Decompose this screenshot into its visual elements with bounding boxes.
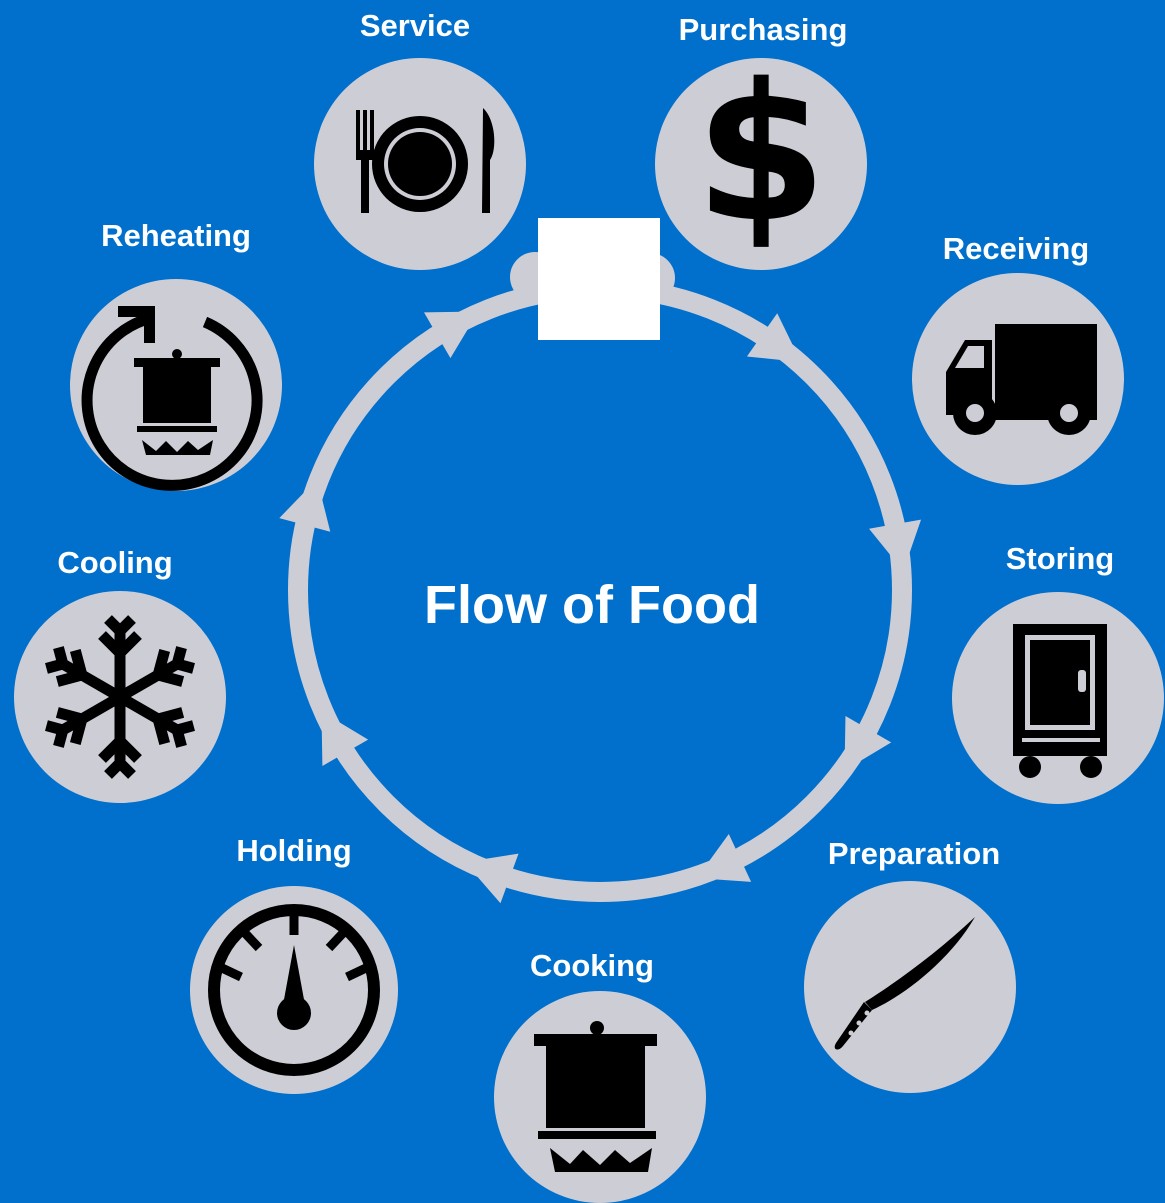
plate-utensils-icon (356, 108, 495, 213)
truck-icon (946, 324, 1097, 435)
step-label-reheating: Reheating (101, 218, 251, 253)
ring-arrowhead (869, 519, 922, 572)
cooking-pot-icon (534, 1021, 657, 1172)
step-label-cooling: Cooling (57, 545, 173, 580)
step-label-holding: Holding (236, 833, 352, 868)
step-label-cooking: Cooking (530, 948, 654, 983)
gauge-icon (208, 904, 380, 1076)
step-label-preparation: Preparation (827, 836, 1001, 871)
ring-arrowhead (279, 478, 331, 532)
ring-arrowhead (844, 716, 892, 771)
step-label-service: Service (359, 8, 471, 43)
svg-text:$: $ (695, 43, 827, 264)
step-label-storing: Storing (1005, 541, 1115, 576)
ring-arrowhead (321, 711, 369, 766)
ring-arrows (279, 311, 922, 904)
snowflake-icon (43, 615, 196, 775)
step-circle-purchasing (655, 58, 867, 270)
step-label-purchasing: Purchasing (678, 12, 848, 47)
ring-arrowhead (746, 313, 802, 363)
ring-arrowhead (464, 853, 519, 904)
diagram-title: Flow of Food (424, 575, 760, 635)
ring-gap-block (538, 218, 660, 340)
knife-icon (834, 917, 975, 1050)
dollar-icon: $ (695, 43, 827, 264)
refrigerator-icon (1013, 624, 1107, 778)
ring-arrowhead (424, 311, 479, 359)
ring-arrowhead (696, 834, 752, 882)
step-label-receiving: Receiving (942, 231, 1090, 266)
reheat-pot-icon (81, 306, 263, 491)
